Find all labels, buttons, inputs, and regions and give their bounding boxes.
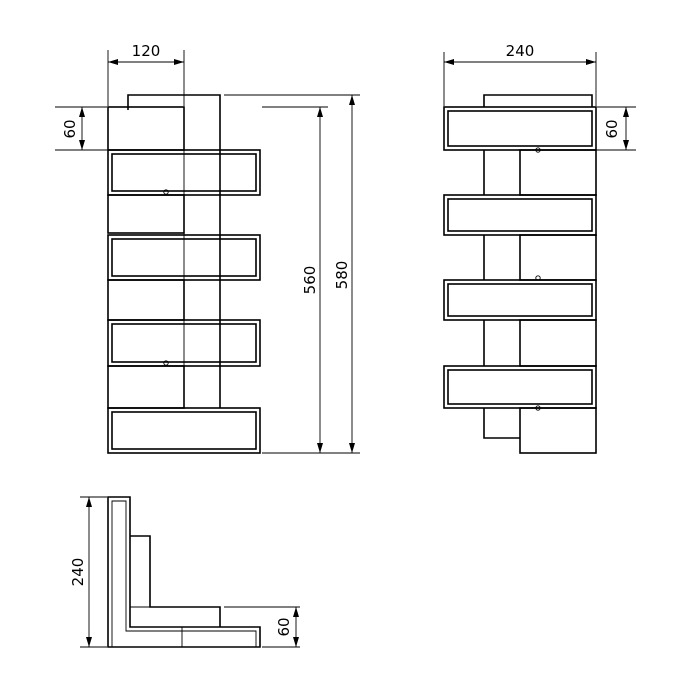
dim-top-block: 60: [224, 606, 300, 648]
side-short-blocks: [519, 149, 597, 454]
dim-label-240-top: 240: [69, 558, 87, 587]
dim-front-total-height: 580: [224, 94, 360, 453]
screw-mark: [535, 275, 541, 281]
dim-side-width: 240: [443, 42, 597, 106]
dim-top-height: 240: [69, 496, 107, 648]
dim-label-60-side: 60: [603, 119, 621, 138]
side-view: 240 60: [443, 42, 636, 454]
dim-label-560: 560: [301, 266, 319, 295]
side-back-panel: [483, 94, 593, 107]
front-long-blocks: [107, 149, 261, 454]
top-view: 240 60: [69, 496, 300, 648]
dim-label-580: 580: [333, 261, 351, 290]
dim-label-60: 60: [61, 119, 79, 138]
dim-label-60-top: 60: [275, 617, 293, 636]
dim-front-inner-height: 560: [262, 106, 360, 454]
front-short-blocks: [107, 106, 185, 409]
dim-front-width: 120: [107, 42, 185, 106]
top-l-shape-outer: [107, 496, 261, 648]
dim-label-120: 120: [132, 42, 161, 60]
front-view: 120 60 560 580: [55, 42, 360, 454]
screw-mark: [163, 360, 169, 366]
front-back-panel: [127, 94, 221, 408]
screw-mark: [535, 405, 541, 411]
dim-side-block: 60: [597, 106, 636, 151]
dim-front-block: 60: [55, 106, 107, 151]
screw-mark: [163, 189, 169, 195]
dim-label-240: 240: [506, 42, 535, 60]
screw-mark: [535, 147, 541, 153]
